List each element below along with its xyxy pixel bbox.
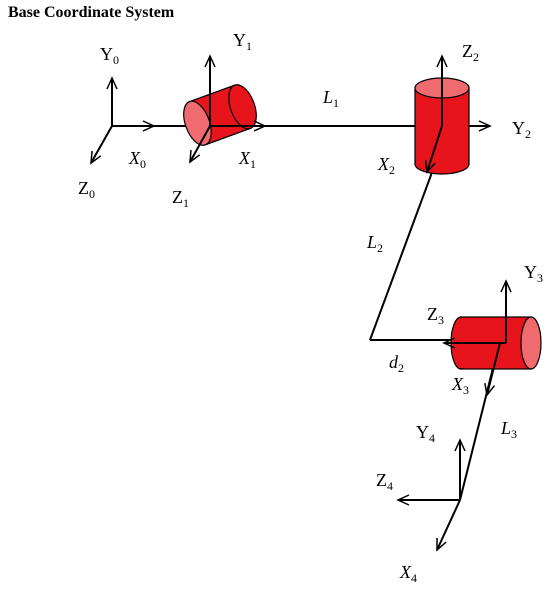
frame0-x-label: X0: [128, 148, 146, 171]
frame3-x-axis: [484, 342, 501, 397]
frame1-z-label: Z1: [172, 187, 189, 210]
link-l2-label: L2: [366, 232, 383, 255]
frame0-z-axis: [90, 125, 113, 165]
frame3-z-label: Z3: [427, 304, 444, 327]
diagram-title: Base Coordinate System: [8, 4, 175, 21]
frame4-x-label: X4: [399, 562, 417, 585]
frame4-y-label: Y4: [416, 422, 435, 445]
frame4-z-label: Z4: [376, 470, 393, 493]
link-l3-label: L3: [500, 418, 517, 441]
joint-1-cylinder: [183, 84, 257, 146]
frame2-y-label: Y2: [512, 118, 531, 141]
frame2-x-axis: [424, 125, 443, 174]
frame4-x-axis: [436, 499, 461, 552]
frame3-y-label: Y3: [524, 262, 543, 285]
frame1-x-label: X1: [238, 148, 256, 171]
frame1-z-axis: [189, 125, 211, 164]
frame2-z-label: Z2: [462, 41, 479, 64]
link-l2-line: [369, 147, 442, 341]
link-l1-label: L1: [322, 87, 339, 110]
frame3-x-label: X3: [451, 374, 469, 397]
frame0-z-label: Z0: [78, 178, 95, 201]
frame2-x-label: X2: [377, 154, 395, 177]
frame1-y-label: Y1: [233, 30, 252, 53]
link-d2-label: d2: [389, 352, 404, 375]
frame0-y-label: Y0: [100, 44, 119, 67]
